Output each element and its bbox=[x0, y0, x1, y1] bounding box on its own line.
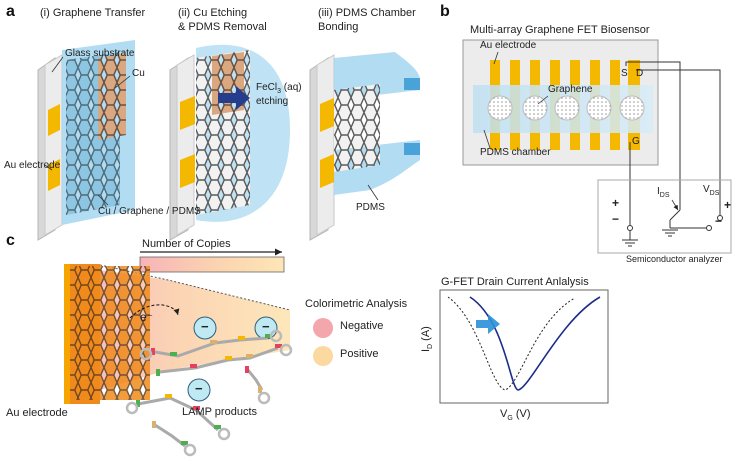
etching-label: etching bbox=[256, 96, 289, 107]
gate-minus-sign: − bbox=[612, 212, 620, 226]
ion-3: − bbox=[195, 381, 203, 396]
ion-2: − bbox=[262, 319, 270, 334]
step2-title-line2: & PDMS Removal bbox=[178, 21, 267, 33]
step3-device bbox=[309, 52, 420, 241]
lamp-products-label: LAMP products bbox=[182, 406, 258, 418]
step3-title-line2: Bonding bbox=[318, 21, 359, 33]
step1-device bbox=[37, 40, 135, 241]
step3-title-line1: (iii) PDMS Chamber bbox=[318, 7, 416, 19]
panel-letter-a: a bbox=[6, 3, 15, 20]
panel-letter-c: c bbox=[6, 232, 15, 249]
legend-swatches bbox=[313, 318, 333, 366]
step2-device bbox=[169, 44, 290, 241]
fecl3-label: FeCl3 (aq) bbox=[256, 82, 302, 95]
panel-b-illustration bbox=[462, 39, 732, 254]
graphene-channels bbox=[487, 95, 645, 121]
analyzer-label: Semiconductor analyzer bbox=[626, 254, 723, 264]
copies-gradient-bar bbox=[139, 256, 285, 273]
lamp-primer-marks bbox=[136, 334, 282, 445]
gate-plus-sign: + bbox=[612, 196, 620, 210]
biosensor-title: Multi-array Graphene FET Biosensor bbox=[470, 24, 650, 36]
electron-label: e⁻ bbox=[140, 310, 154, 324]
colorimetric-title: Colorimetric Analysis bbox=[305, 298, 408, 310]
chart-xlabel: VG (V) bbox=[500, 408, 531, 423]
chart-title: G-FET Drain Current Anlalysis bbox=[441, 276, 589, 288]
au-electrode-label-a: Au electrode bbox=[4, 160, 61, 171]
pdms-chamber-label: PDMS chamber bbox=[480, 147, 551, 158]
step2-title-line1: (ii) Cu Etching bbox=[178, 7, 248, 19]
stack-label: Cu / Graphene / PDMS bbox=[98, 206, 201, 217]
glass-substrate-label: Glass substrate bbox=[65, 48, 135, 59]
vds-plus-sign: + bbox=[724, 198, 732, 212]
vds-minus-sign: − bbox=[715, 214, 723, 228]
legend-negative: Negative bbox=[340, 320, 384, 332]
gate-label: G bbox=[632, 136, 640, 147]
chart-panel bbox=[439, 289, 609, 404]
panel-c-illustration bbox=[64, 248, 333, 457]
vds-label: VDS bbox=[703, 184, 720, 197]
electron-transfer-arrow bbox=[129, 304, 180, 319]
shift-arrow bbox=[476, 314, 500, 334]
source-label: S bbox=[621, 68, 628, 79]
graphene-sheet bbox=[70, 266, 150, 400]
panel-a-illustration bbox=[37, 40, 420, 241]
graphene-label: Graphene bbox=[548, 84, 593, 95]
chart-ylabel: ID (A) bbox=[420, 326, 435, 352]
drain-label: D bbox=[636, 68, 644, 79]
chart-plot-area bbox=[439, 289, 609, 404]
lamp-loops bbox=[125, 329, 293, 457]
legend-positive: Positive bbox=[340, 348, 379, 360]
copies-label: Number of Copies bbox=[142, 238, 231, 250]
ids-label: IDS bbox=[657, 186, 670, 199]
au-electrode-label-c: Au electrode bbox=[6, 407, 68, 419]
circuit-wires bbox=[597, 61, 732, 254]
curve-after-binding bbox=[469, 296, 601, 391]
ion-1: − bbox=[201, 319, 209, 334]
au-electrode-label-b: Au electrode bbox=[480, 40, 537, 51]
curve-before-binding bbox=[447, 296, 576, 391]
cu-label: Cu bbox=[132, 68, 145, 79]
pdms-label: PDMS bbox=[356, 202, 385, 213]
step1-title: (i) Graphene Transfer bbox=[40, 7, 146, 19]
panel-letter-b: b bbox=[440, 3, 450, 20]
